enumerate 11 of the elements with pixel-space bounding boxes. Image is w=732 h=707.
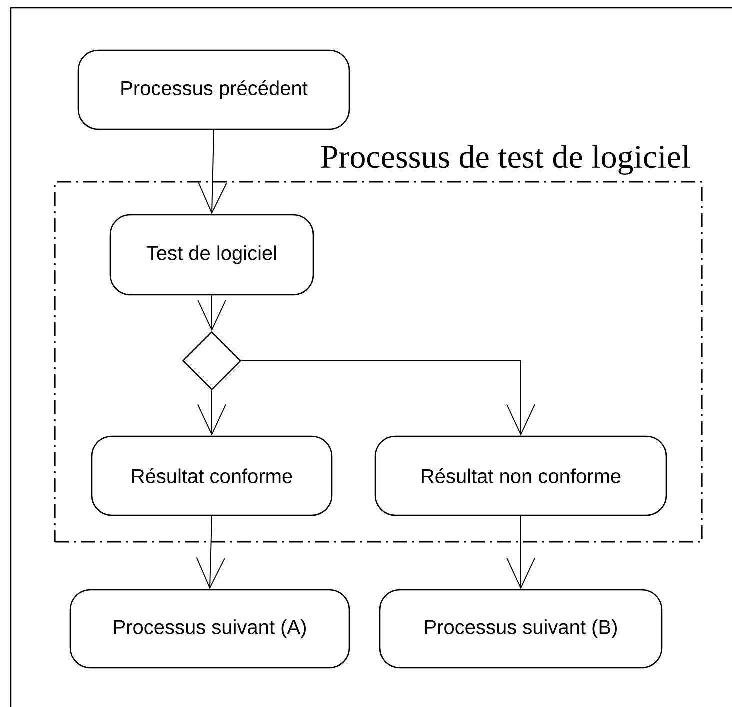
arrow — [198, 130, 228, 214]
arrow — [506, 516, 536, 590]
arrow — [196, 516, 226, 590]
process-box: Processus suivant (A) — [70, 589, 350, 669]
process-box: Test de logiciel — [110, 214, 314, 296]
process-box: Processus suivant (B) — [379, 589, 663, 669]
process-box: Processus précédent — [78, 50, 350, 130]
process-box: Résultat non conforme — [374, 436, 668, 516]
arrow — [241, 360, 536, 436]
node-label: Processus de test de logiciel — [321, 144, 690, 175]
process-box: Résultat conforme — [91, 436, 333, 516]
